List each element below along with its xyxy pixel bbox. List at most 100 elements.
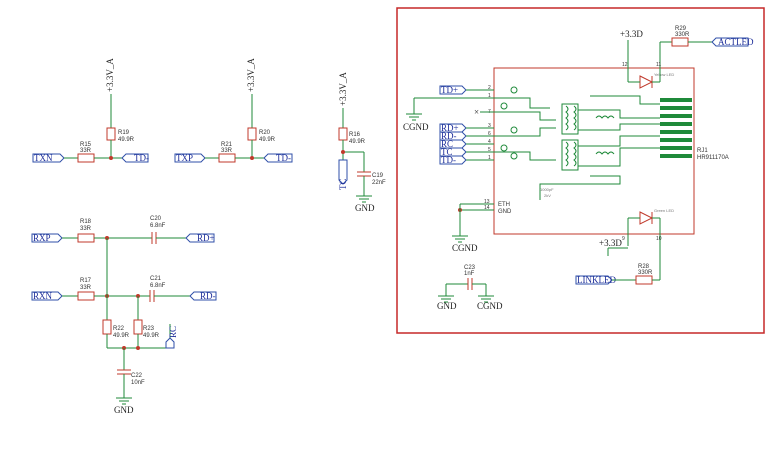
svg-text:4: 4 [488,139,491,145]
val-rj1: HR911170A [697,155,729,161]
val-c23: 1nF [464,271,475,277]
net-rd-plus: RD+ [197,233,215,243]
resistor-r18 [77,233,95,243]
resistor-r22 [102,319,112,335]
rj45-contacts [660,98,692,158]
net-rd-plus-j: RD+ [441,123,459,133]
ref-c20: C20 [150,216,162,222]
port-td-plus[interactable] [439,85,467,95]
net-rd-minus: RD- [200,291,216,301]
net-tc: TC [338,178,348,190]
resistor-r15 [77,153,95,163]
svg-text:1: 1 [488,155,491,161]
port-linkled[interactable] [575,275,613,285]
val-r17: 33R [80,285,92,291]
net-rc-j: RC [441,139,453,149]
txn-circuit: +3.3V_A R19 49.9R TXN R15 33R TD- [32,58,149,163]
port-tc[interactable] [338,159,348,185]
eth-gnd-label: GND [498,209,512,215]
val-r19: 49.9R [118,137,135,143]
gnd-label-c19: GND [355,203,375,213]
svg-text:10: 10 [656,236,662,242]
val-c19: 22nF [372,180,386,186]
resistor-r23 [133,319,143,335]
svg-text:1: 1 [488,93,491,99]
ref-r23: R23 [143,326,155,332]
ref-c22: C22 [131,373,143,379]
svg-text:×: × [474,107,479,117]
svg-text:13: 13 [484,199,490,205]
ref-r22: R22 [113,326,125,332]
green-led-label: Green LED [654,208,674,213]
port-tc-j[interactable] [439,147,467,157]
resistor-r29 [671,37,689,47]
port-rd-minus-j[interactable] [439,131,467,141]
net-txp: TXP [176,153,193,163]
rx-circuit: RXP R18 33R C20 6.8nF RD+ RXN R17 33R C2… [31,216,217,415]
resistor-r20 [247,127,257,141]
cgnd-label-c23: CGND [477,301,503,311]
val-c21: 6.8nF [150,283,166,289]
port-rd-plus[interactable] [185,233,215,243]
yellow-led-label: Yellow LED [654,72,674,77]
internal-magnetics: 1000pF 2kV [494,86,660,200]
net-txn: TXN [34,153,53,163]
cgnd-label-1: CGND [403,122,429,132]
ref-r20: R20 [259,130,271,136]
resistor-r17 [77,291,95,301]
port-txn[interactable] [32,153,65,163]
resistor-r28 [635,275,653,285]
ref-r29: R29 [675,26,687,32]
cap-note-2: 2kV [544,193,551,198]
ref-r15: R15 [80,142,92,148]
port-rd-plus-j[interactable] [439,123,467,133]
svg-text:5: 5 [488,147,491,153]
port-rxp[interactable] [31,233,63,243]
net-rxn: RXN [33,291,53,301]
svg-text:14: 14 [484,205,490,211]
val-c20: 6.8nF [150,223,166,229]
svg-text:3: 3 [488,123,491,129]
port-rxn[interactable] [31,291,63,301]
ref-c23: C23 [464,265,476,271]
port-rd-minus[interactable] [189,291,217,301]
rj1-body [493,67,695,235]
port-td-minus-2[interactable] [263,153,293,163]
svg-text:12: 12 [622,62,628,68]
port-rc-j[interactable] [439,139,467,149]
resistor-r19 [106,127,116,141]
net-td-minus-1: TD- [134,153,149,163]
svg-text:6: 6 [488,131,491,137]
tc-circuit: +3.3V_A R16 49.9R TC C19 22nF GND [338,72,386,213]
power-label-linkled: +3.3D [599,238,622,248]
port-rc[interactable] [165,337,175,349]
port-td-minus-1[interactable] [121,153,149,163]
net-tc-j: TC [441,147,453,157]
net-rc: RC [168,326,178,338]
val-r22: 49.9R [113,333,130,339]
val-r28: 330R [638,270,653,276]
net-rxp: RXP [33,233,51,243]
ref-r19: R19 [118,130,130,136]
ref-r17: R17 [80,278,92,284]
power-label-actled: +3.3D [620,29,643,39]
rj45-connector: RJ1 HR911170A TD+ 2 1 CGND 7 × RD+ 3 RD-… [403,26,754,311]
net-actled: ACTLED [718,37,754,47]
rj45-highlight-frame [396,7,765,334]
ref-c19: C19 [372,173,384,179]
svg-text:9: 9 [622,236,625,242]
eth-label: ETH [498,202,510,208]
net-rd-minus-j: RD- [441,131,457,141]
net-td-minus-j: TD- [441,155,456,165]
port-td-minus-j[interactable] [439,155,467,165]
svg-text:2: 2 [488,85,491,91]
svg-text:11: 11 [656,62,661,68]
power-label-txn: +3.3V_A [105,58,115,92]
gnd-label-c23: GND [437,301,457,311]
ref-r28: R28 [638,264,650,270]
ref-c21: C21 [150,276,162,282]
port-txp[interactable] [174,153,206,163]
port-actled[interactable] [711,37,749,47]
resistor-r16 [338,127,348,141]
